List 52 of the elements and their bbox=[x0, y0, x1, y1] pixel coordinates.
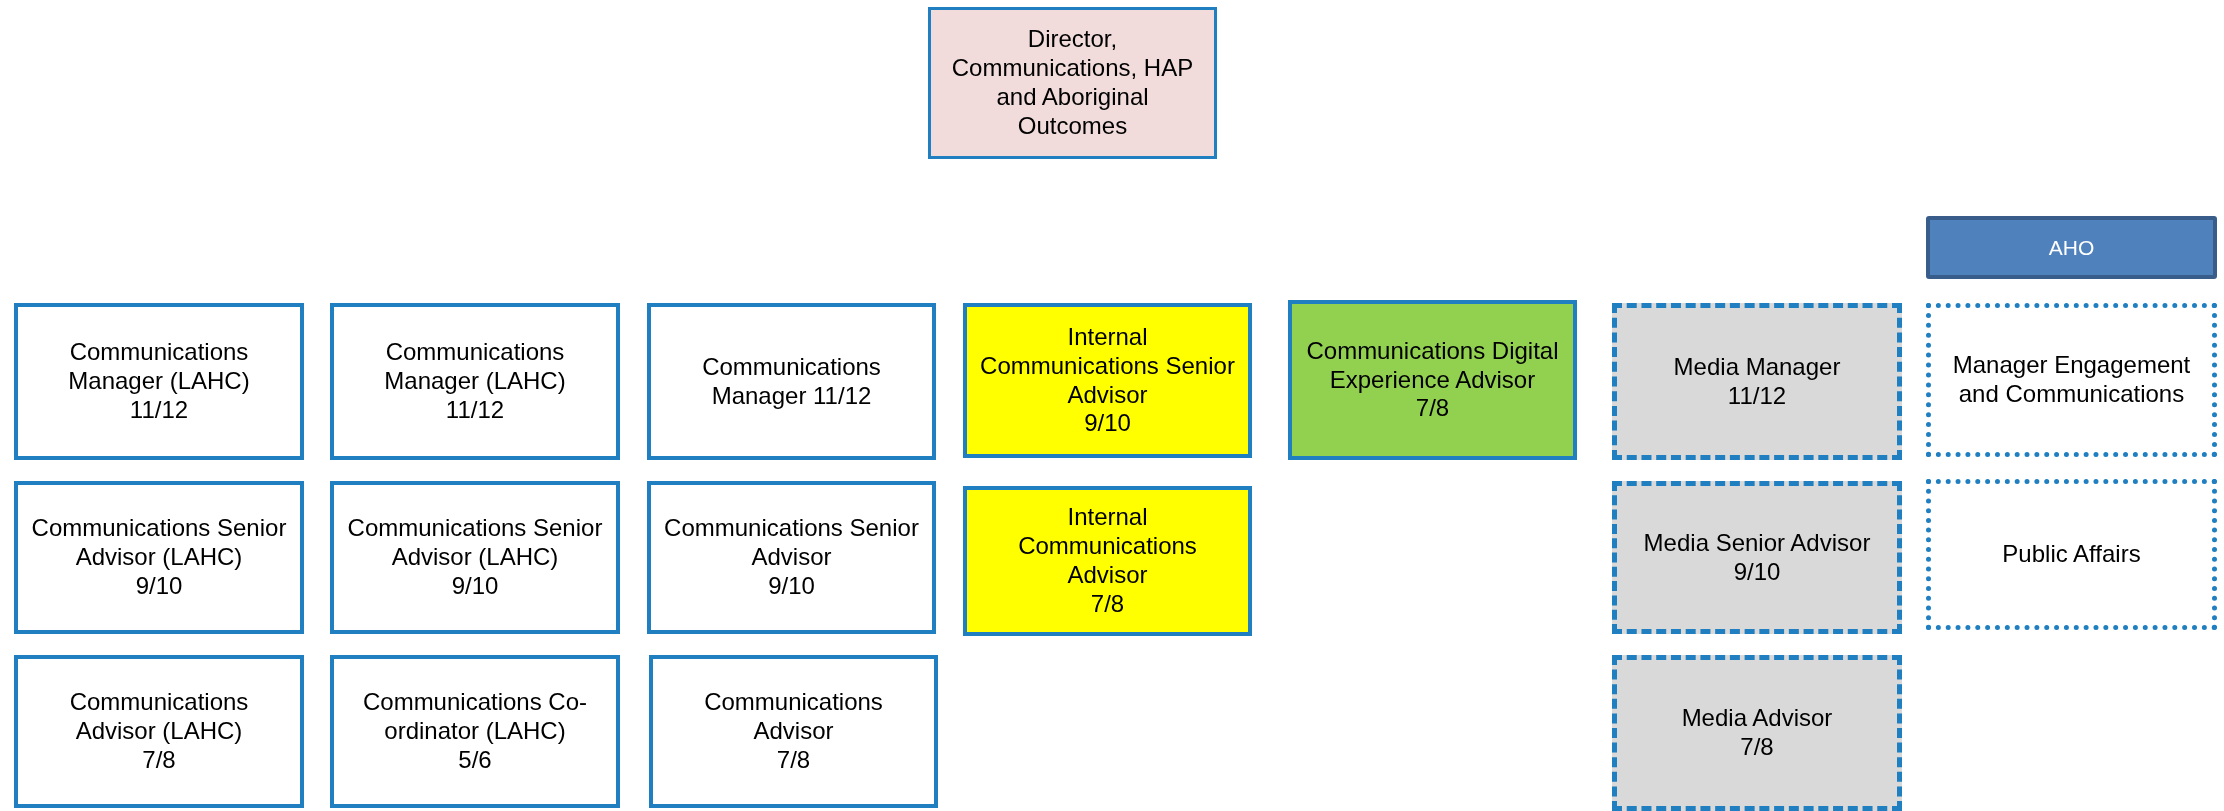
position-title: Communications Manager (LAHC) bbox=[383, 338, 567, 396]
grade-label: 9/10 bbox=[1084, 409, 1131, 439]
position-title: Director, Communications, HAP and Aboriginal Outcomes bbox=[950, 25, 1195, 141]
grade-label: 9/10 bbox=[451, 571, 499, 601]
position-box bbox=[1926, 303, 2217, 457]
position-title: Communications Senior Advisor bbox=[663, 514, 920, 572]
grade-label: 11/12 bbox=[129, 395, 189, 425]
position-box bbox=[963, 303, 1252, 458]
grade-label: 9/10 bbox=[135, 571, 183, 601]
position-title: Communications Senior Advisor (LAHC) bbox=[346, 514, 604, 572]
grade-label: 7/8 bbox=[1090, 589, 1125, 619]
position-title: Internal Communications Advisor bbox=[1017, 503, 1198, 590]
position-title: Communications Co-ordinator (LAHC) bbox=[361, 688, 589, 746]
grade-label: 9/10 bbox=[768, 571, 815, 601]
position-box bbox=[649, 655, 938, 808]
position-title: Communications Advisor bbox=[703, 688, 884, 746]
position-title: Communications Digital Experience Advisor bbox=[1305, 336, 1560, 395]
position-title: Media Manager bbox=[1673, 352, 1841, 382]
position-box bbox=[963, 486, 1252, 636]
grade-label: 9/10 bbox=[1733, 557, 1781, 587]
position-title: Communications Senior Advisor (LAHC) bbox=[30, 514, 288, 572]
position-title: Public Affairs bbox=[2002, 540, 2141, 569]
grade-label: 11/12 bbox=[445, 395, 505, 425]
grade-label: 7/8 bbox=[1415, 394, 1450, 424]
grade-label: 5/6 bbox=[458, 745, 492, 775]
position-title: Media Advisor bbox=[1681, 704, 1833, 733]
position-title: Communications Advisor (LAHC) bbox=[68, 688, 250, 746]
position-title: Communications Manager (LAHC) bbox=[67, 338, 251, 396]
grade-label: 7/8 bbox=[1740, 733, 1774, 762]
position-box bbox=[647, 303, 936, 460]
position-title: Manager Engagement and Communications bbox=[1951, 351, 2192, 409]
position-box bbox=[14, 303, 304, 460]
position-box bbox=[330, 303, 620, 460]
position-box bbox=[330, 655, 620, 808]
position-box bbox=[1288, 300, 1577, 460]
unit-box bbox=[1926, 216, 2217, 279]
position-title: Communications Manager 11/12 bbox=[701, 352, 882, 411]
grade-label: 7/8 bbox=[776, 745, 811, 775]
grade-label: 7/8 bbox=[142, 745, 176, 775]
position-box bbox=[14, 481, 304, 634]
position-box bbox=[647, 481, 936, 634]
position-box bbox=[1926, 479, 2217, 630]
vacant-position-box bbox=[1612, 655, 1902, 811]
vacant-position-box bbox=[1612, 303, 1902, 460]
position-box bbox=[330, 481, 620, 634]
vacant-position-box bbox=[1612, 481, 1902, 634]
manager-box bbox=[928, 7, 1217, 159]
position-title: AHO bbox=[2048, 234, 2095, 261]
position-box bbox=[14, 655, 304, 808]
grade-label: 11/12 bbox=[1727, 381, 1787, 411]
position-title: Media Senior Advisor bbox=[1643, 528, 1871, 558]
position-title: Internal Communications Senior Advisor bbox=[979, 322, 1236, 410]
